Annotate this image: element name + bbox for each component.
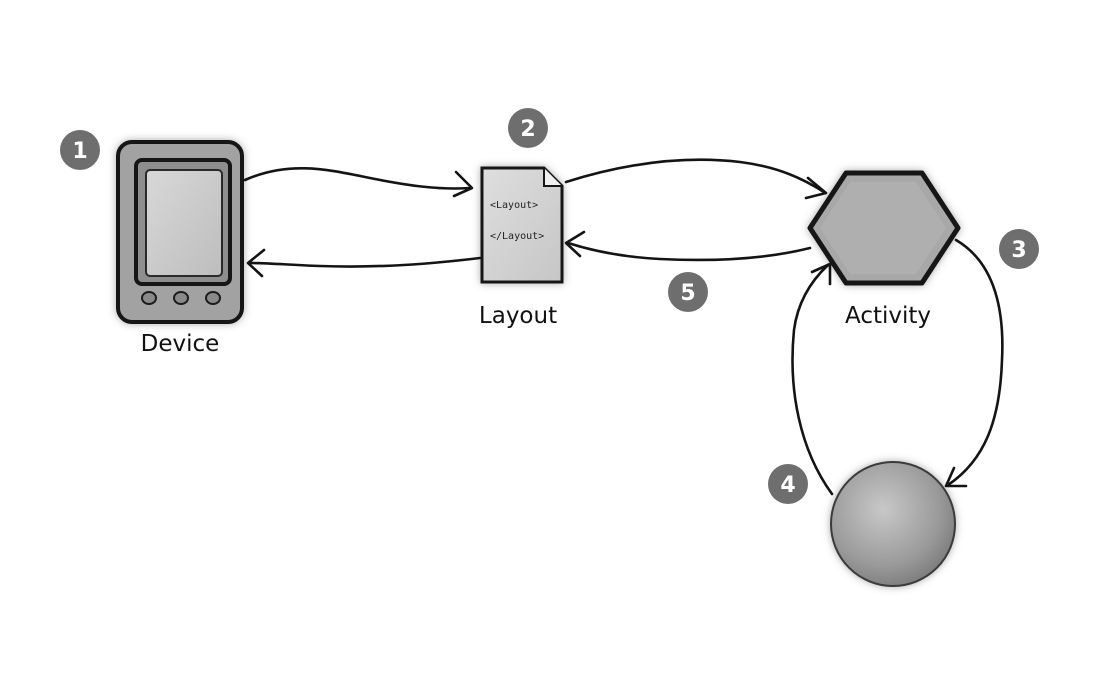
- step-badge-4: 4: [768, 464, 808, 504]
- layout-close-tag: </Layout>: [490, 231, 544, 242]
- arrow-layout-to-device: [246, 248, 482, 278]
- device-button-icon: [205, 291, 221, 305]
- layout-label: Layout: [479, 303, 557, 329]
- arrow-device-to-layout: [243, 167, 474, 198]
- device-button-icon: [141, 291, 157, 305]
- step-badge-3-text: 3: [1011, 238, 1026, 263]
- step-badge-3: 3: [999, 229, 1039, 269]
- document-icon: [480, 166, 564, 284]
- arrow-circle-to-activity: [791, 262, 834, 496]
- device-label: Device: [141, 331, 220, 357]
- step-badge-2-text: 2: [520, 117, 535, 142]
- layout-node: [480, 166, 564, 284]
- step-badge-5-text: 5: [680, 281, 695, 306]
- sphere-icon: [830, 461, 956, 587]
- activity-label: Activity: [845, 303, 931, 329]
- circle-node: [830, 461, 956, 587]
- arrow-activity-to-circle: [944, 238, 1004, 488]
- layout-open-tag: <Layout>: [490, 200, 538, 211]
- step-badge-1-text: 1: [72, 139, 87, 164]
- arrow-activity-to-layout: [564, 230, 812, 262]
- device-node: [116, 140, 244, 324]
- document-fold-icon: [543, 168, 562, 187]
- activity-node: [807, 170, 961, 286]
- arrow-layout-to-activity: [564, 158, 828, 200]
- step-badge-4-text: 4: [780, 473, 795, 498]
- step-badge-1: 1: [60, 130, 100, 170]
- step-badge-5: 5: [668, 272, 708, 312]
- device-button-icon: [173, 291, 189, 305]
- device-screen: [145, 169, 223, 277]
- step-badge-2: 2: [508, 108, 548, 148]
